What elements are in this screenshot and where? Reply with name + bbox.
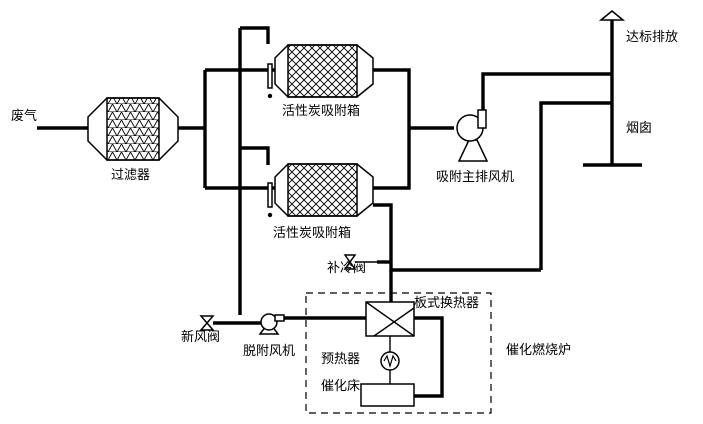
label-filter: 过滤器 xyxy=(111,168,151,183)
adsorber-box-top xyxy=(267,44,374,99)
label-adsorber-top: 活性炭吸附箱 xyxy=(282,104,361,119)
adsorber-box-bottom xyxy=(267,163,374,218)
main-exhaust-fan xyxy=(456,109,489,162)
fresh-air-valve xyxy=(199,315,215,331)
label-waste-gas: 废气 xyxy=(11,109,38,124)
pipe-network xyxy=(37,20,642,398)
cooling-valve xyxy=(343,254,377,270)
label-discharge: 达标排放 xyxy=(626,30,679,45)
label-catalytic-bed: 催化床 xyxy=(321,379,361,394)
label-catalytic-furnace: 催化燃烧炉 xyxy=(506,343,572,358)
label-preheater: 预热器 xyxy=(321,352,361,367)
chimney-cap xyxy=(598,10,626,21)
desorption-fan xyxy=(258,313,285,335)
label-fresh-air-valve: 新风阀 xyxy=(181,330,221,345)
catalytic-bed xyxy=(360,383,415,407)
label-adsorber-bottom: 活性炭吸附箱 xyxy=(273,226,352,241)
catalytic-furnace-enclosure xyxy=(305,292,492,414)
label-plate-exchanger: 板式换热器 xyxy=(414,296,480,311)
preheater xyxy=(380,351,400,371)
label-chimney: 烟囱 xyxy=(626,121,653,136)
label-desorption-fan: 脱附风机 xyxy=(243,344,296,359)
plate-heat-exchanger xyxy=(365,301,415,337)
filter xyxy=(87,97,179,161)
label-cooling-valve: 补冷阀 xyxy=(327,261,367,276)
label-main-fan: 吸附主排风机 xyxy=(436,170,515,185)
